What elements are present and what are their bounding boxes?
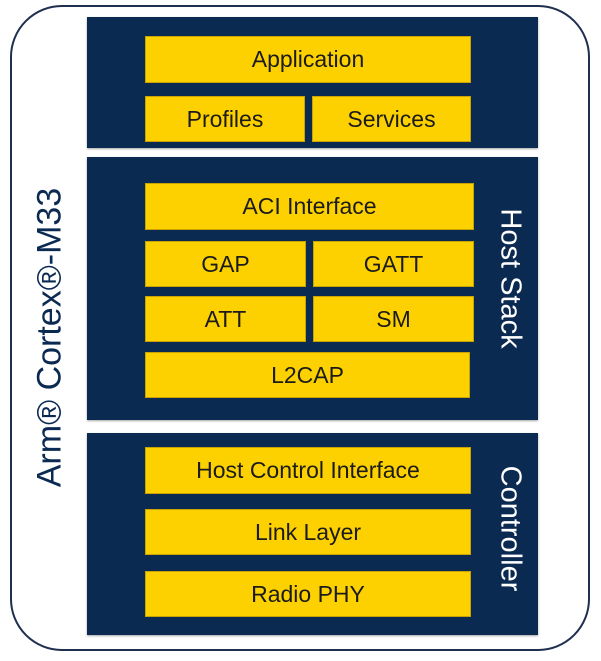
sm-cell: SM bbox=[313, 296, 474, 342]
radio-phy-cell: Radio PHY bbox=[145, 571, 471, 617]
profiles-cell: Profiles bbox=[145, 96, 305, 142]
l2cap-cell: L2CAP bbox=[145, 352, 470, 398]
att-cell: ATT bbox=[145, 296, 306, 342]
controller-label: Controller bbox=[494, 465, 527, 592]
aci-interface-cell: ACI Interface bbox=[145, 183, 474, 230]
application-cell: Application bbox=[145, 36, 471, 83]
link-layer-cell: Link Layer bbox=[145, 509, 471, 555]
gap-cell: GAP bbox=[145, 241, 306, 287]
arm-cortex-label: Arm® Cortex®-M33 bbox=[30, 187, 69, 488]
services-cell: Services bbox=[312, 96, 471, 142]
host-stack-label: Host Stack bbox=[494, 208, 527, 349]
gatt-cell: GATT bbox=[313, 241, 474, 287]
host-control-interface-cell: Host Control Interface bbox=[145, 447, 471, 494]
mcu-boundary bbox=[10, 5, 590, 651]
